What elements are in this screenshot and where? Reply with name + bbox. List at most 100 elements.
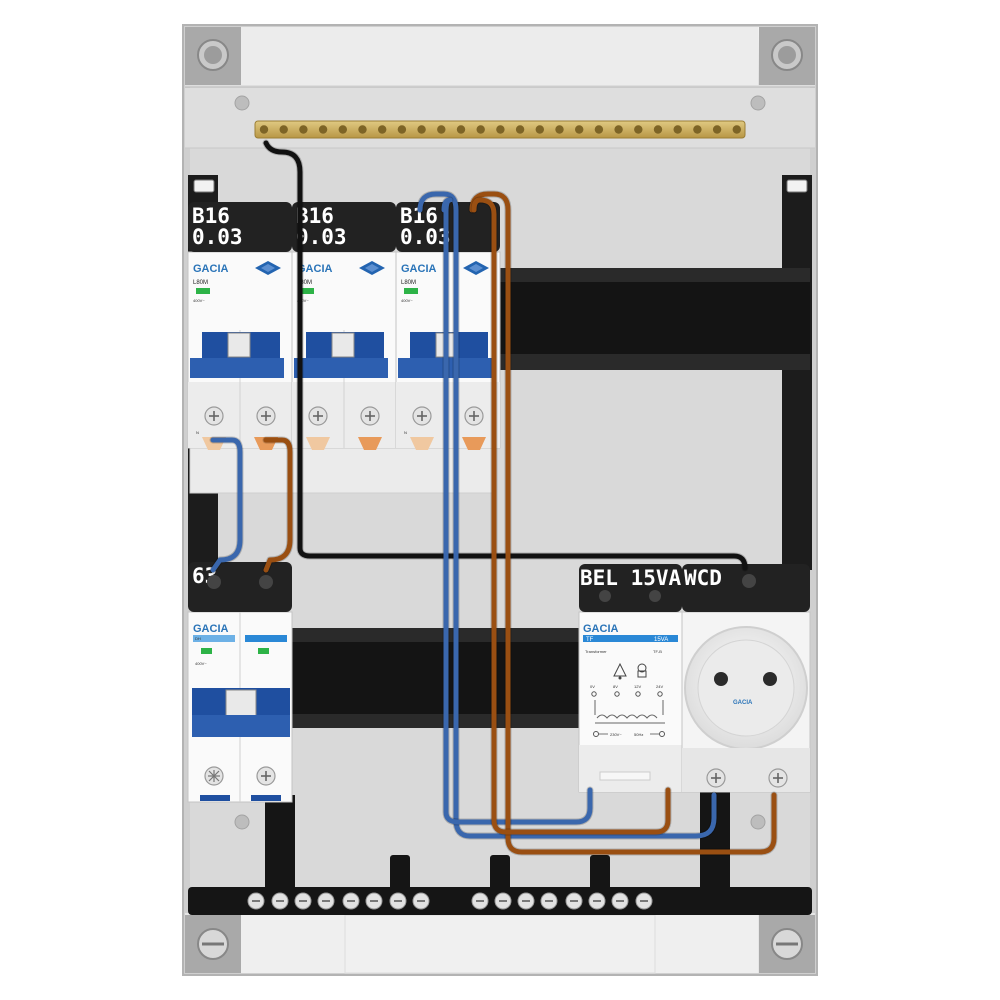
main-switch-toggle[interactable] [192,688,290,737]
rcbo-sensitivity: 0.03 [400,225,451,249]
transformer-tap-terminal [614,691,620,697]
transformer-tap-label: 24V [656,684,663,689]
blue-wire-transformer [441,197,593,825]
busbar-screw [279,125,288,134]
corner-mount-tr [759,27,815,85]
busbar-screw [456,125,466,134]
busbar-screw [614,125,623,134]
transformer-coil-symbol [594,700,665,724]
corner-mount-br [759,915,815,973]
rcbo-screw [412,406,432,426]
corner-mount-bl [185,915,241,973]
socket-screw-2 [768,768,788,788]
transformer-code: TF-B [653,649,662,654]
busbar-screw [575,125,584,134]
rcbo-model: L80M [193,280,208,286]
rcbo-brand: GACIA [401,263,437,275]
rcbo-label-cap [188,202,292,252]
busbar-screw [555,125,564,134]
transformer-tap-label: 12V [634,684,641,689]
busbar-screw [358,125,367,134]
rcbo-toggle-switch[interactable] [190,332,284,378]
busbar-screw [634,125,643,134]
bell-icon [613,662,627,680]
transformer-type: TF [586,637,594,643]
rcbo-model: L80M [297,280,312,286]
busbar-screw [515,125,525,134]
busbar-screw [673,125,682,134]
rcbo-status-indicator [300,288,314,294]
busbar-screw [653,125,663,134]
rcbo-screw [204,406,224,426]
rcbo-rating: B16 [192,204,230,228]
transformer-frequency: 50Hz [634,732,643,737]
rcbo-brand: GACIA [193,263,229,275]
main-switch-screw-1 [204,766,224,786]
bottom-terminal-bar [188,790,812,915]
rcbo-status-indicator [404,288,418,294]
black-earth-wire [263,140,748,571]
main-switch-screw-2 [256,766,276,786]
comb-clip [358,437,382,450]
transformer-brand: GACIA [583,623,619,635]
socket-brand: GACIA [733,700,753,706]
brown-wire-transformer [471,197,671,835]
comb-clip [306,437,330,450]
rcbo-toggle-switch[interactable] [398,332,492,378]
rcbo-neutral-mark: N [196,430,199,435]
main-switch-specs: 400V~ [195,661,207,666]
socket-screw-1 [706,768,726,788]
rcbo-sensitivity: 0.03 [296,225,347,249]
transformer-tap-label: 8V [613,684,618,689]
rcbo-screw [464,406,484,426]
busbar-screw [437,125,446,134]
busbar-screw [318,125,328,134]
transformer-label: BEL 15VA [580,566,682,590]
rcbo-screw [308,406,328,426]
comb-clip [462,437,486,450]
main-switch-brand: GACIA [193,623,229,635]
busbar-screw [712,125,722,134]
rcbo-brand: GACIA [297,263,333,275]
rcbo-toggle-switch[interactable] [294,332,388,378]
rcbo-model: L80M [401,280,416,286]
blue-neutral-wire-main [210,437,243,573]
rcbo-status-indicator [196,288,210,294]
busbar-screw [299,125,308,134]
mount-holes [234,95,766,830]
main-switch-model: DH [195,636,201,641]
socket-outlet[interactable]: GACIA [684,626,808,750]
busbar-screw [535,125,544,134]
rail-right [782,175,812,570]
transformer-title: Transformer [585,649,607,654]
busbar-screw [259,125,269,134]
busbar-screw [417,125,426,134]
main-switch: 63 GACIA DH 400V~ [187,562,293,803]
busbar-screw [338,125,347,134]
transformer-tap-terminal [635,691,641,697]
busbar-screw [378,125,387,134]
brown-wire-socket [469,191,777,855]
transformer-tap-terminal [591,691,597,697]
rcbo-neutral-mark: N [404,430,407,435]
busbar-screw [693,125,702,134]
brown-phase-wire-main [263,437,293,573]
rcbo-label-cap [292,202,396,252]
busbar-screw [732,125,741,134]
rcbo-screw [360,406,380,426]
socket-label: WCD [684,566,722,590]
rcbo-spec-text: 400V~ [297,298,309,303]
rcbo-sensitivity: 0.03 [192,225,243,249]
comb-clip [410,437,434,450]
rcbo-spec-text: 400V~ [401,298,413,303]
busbar-screw [496,125,505,134]
socket-module: WCD GACIA [681,564,811,793]
busbar-screw [397,125,407,134]
earth-busbar [254,120,746,139]
busbar-screw [594,125,604,134]
busbar-screw [476,125,485,134]
transformer-module: BEL 15VA GACIA TF 15VA Transformer TF-B … [578,564,683,793]
